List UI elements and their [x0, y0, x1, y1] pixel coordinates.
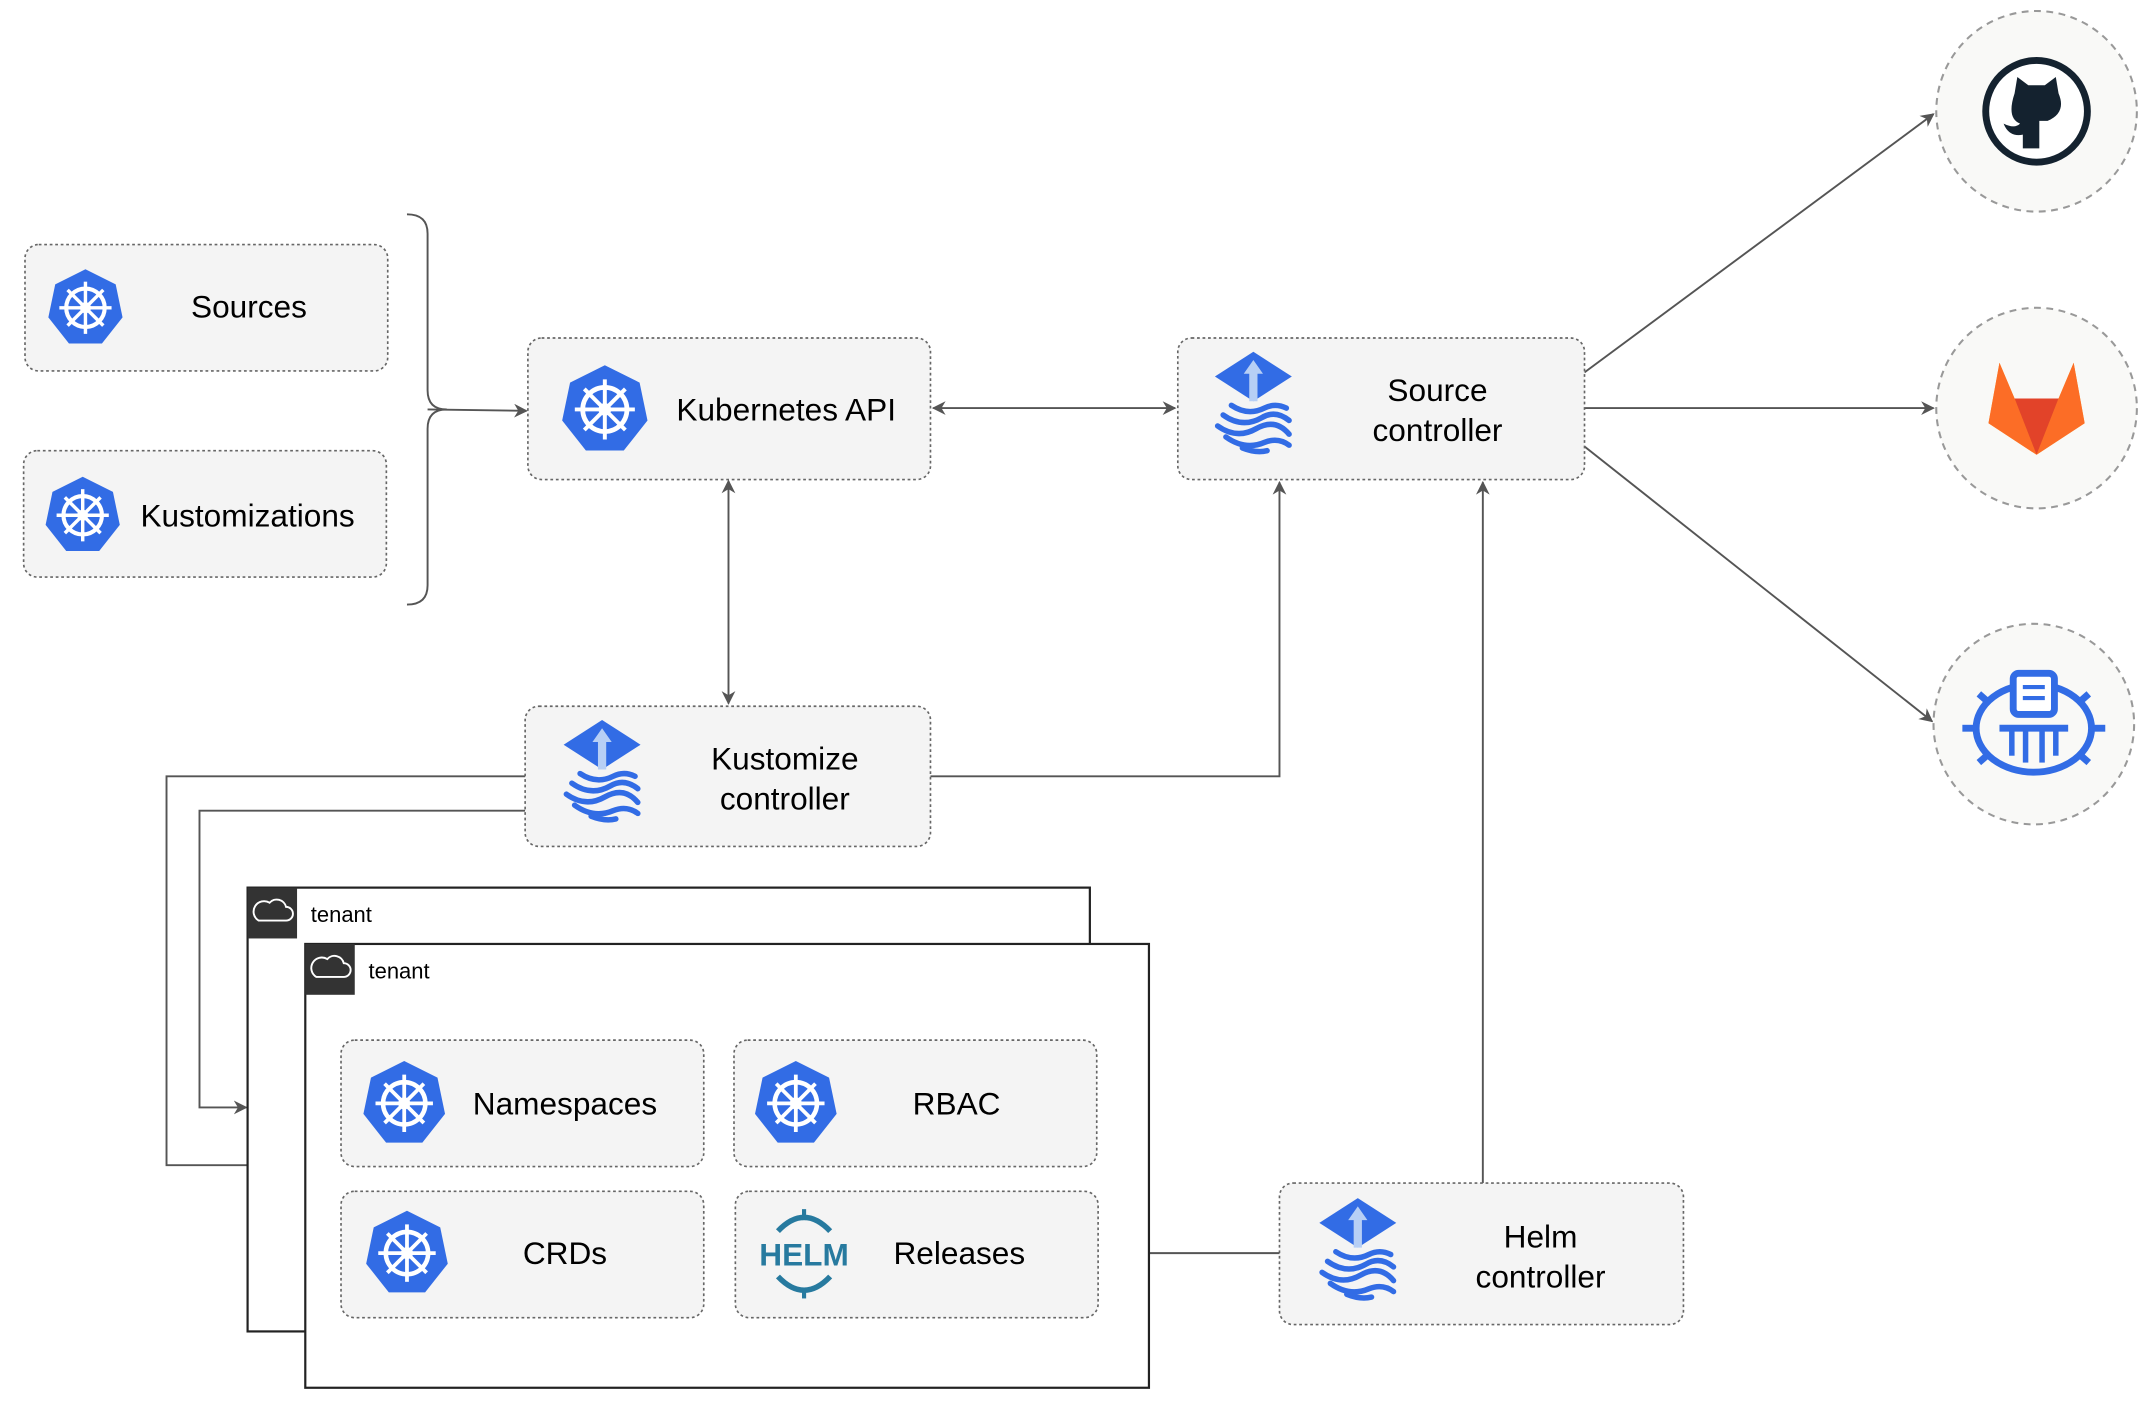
helm-icon: HELM: [759, 1209, 849, 1299]
sources-node[interactable]: Sources: [24, 243, 389, 372]
github-icon: [1982, 57, 2091, 166]
kubernetes-api-node[interactable]: Kubernetes API: [527, 337, 932, 481]
edge-kustomize-to-tenant-2: [165, 775, 526, 1173]
rbac-label: RBAC: [913, 1085, 1001, 1121]
sources-label: Sources: [191, 288, 307, 324]
namespaces-node[interactable]: Namespaces: [340, 1039, 705, 1168]
edge-kustomize-to-tenant-1: [198, 809, 526, 1115]
gitlab-icon: [1988, 362, 2085, 455]
kustomize-controller-label-line1: Kustomize: [711, 740, 858, 776]
edge-kustomize-to-source: [930, 480, 1287, 778]
kubernetes-api-label: Kubernetes API: [676, 391, 896, 427]
tenant-label: tenant: [311, 902, 372, 927]
kustomizations-label: Kustomizations: [140, 497, 354, 533]
source-controller-label-line1: Source: [1387, 372, 1487, 408]
crds-node[interactable]: CRDs: [340, 1190, 705, 1319]
source-controller-label-line2: controller: [1373, 412, 1503, 448]
edge-source-to-github: [1583, 113, 1935, 374]
helm-logo-text: HELM: [759, 1236, 849, 1272]
edge-source-to-bucket: [1583, 445, 1934, 723]
kustomizations-node[interactable]: Kustomizations: [22, 449, 388, 578]
kustomize-controller-node[interactable]: Kustomize controller: [524, 705, 932, 848]
crds-label: CRDs: [523, 1235, 607, 1271]
gitlab-node[interactable]: [1935, 306, 2138, 510]
github-node[interactable]: [1935, 9, 2138, 213]
helm-controller-label-line2: controller: [1476, 1258, 1606, 1294]
source-controller-node[interactable]: Source controller: [1176, 337, 1586, 481]
bucket-node[interactable]: [1932, 622, 2136, 826]
kustomize-controller-label-line2: controller: [720, 780, 850, 816]
rbac-node[interactable]: RBAC: [733, 1039, 1098, 1168]
namespaces-label: Namespaces: [473, 1085, 657, 1121]
releases-node[interactable]: HELM Releases: [734, 1190, 1099, 1319]
helm-controller-label-line1: Helm: [1504, 1219, 1578, 1255]
edge-brace-to-kubernetes-api: [427, 403, 528, 418]
tenant-label: tenant: [369, 958, 430, 983]
bucket-icon: [1962, 669, 2106, 776]
releases-label: Releases: [893, 1235, 1025, 1271]
helm-controller-node[interactable]: Helm controller: [1278, 1182, 1685, 1326]
